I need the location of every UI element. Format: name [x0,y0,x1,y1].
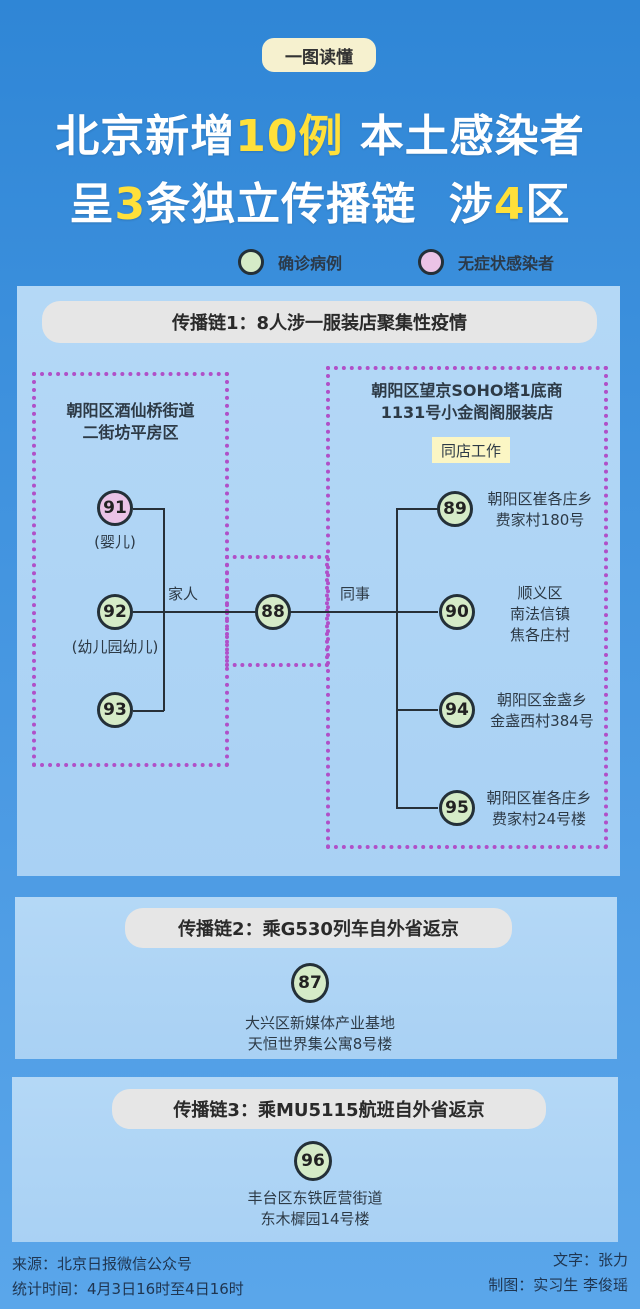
title-text: 区 [525,179,571,230]
connector-line [396,611,438,613]
case-node-91: 91 [97,490,133,526]
stat-time-text: 统计时间：4月3日16时至4日16时 [12,1280,244,1298]
source-text: 来源：北京日报微信公众号 [12,1255,193,1273]
legend-asymptomatic: 无症状感染者 [418,249,554,275]
title-line-2: 呈3条独立传播链 涉4区 [0,168,640,232]
address-line: 大兴区新媒体产业基地 [244,1014,395,1032]
address-line: 焦各庄村 [509,626,570,644]
right-box-location: 朝阳区望京SOHO塔1底商 1131号小金阁阁服装店 [328,380,606,424]
author-text: 文字：张力 [552,1251,628,1269]
address-line: 东木樨园14号楼 [260,1210,370,1228]
chain3-title: 传播链3：乘MU5115航班自外省返京 [112,1089,546,1129]
title-highlight-chains: 3 [114,179,147,230]
left-box-location: 朝阳区酒仙桥街道 二街坊平房区 [34,400,227,444]
connector-line [163,508,165,711]
legend-label: 确诊病例 [278,254,343,273]
family-label: 家人 [168,585,199,603]
footer-credits-left: 来源：北京日报微信公众号 统计时间：4月3日16时至4日16时 [12,1252,244,1302]
address-line: 费家村24号楼 [491,810,587,828]
case-node-87: 87 [291,963,329,1003]
case-note: (婴儿) [94,533,136,551]
asymptomatic-circle-icon [418,249,444,275]
connector-line [133,611,258,613]
title-highlight-districts: 4 [493,179,526,230]
case-node-88-hub: 88 [255,594,291,630]
same-store-tag: 同店工作 [432,437,510,463]
address-line: 顺义区 [517,584,563,602]
chain1-title: 传播链1：8人涉一服装店聚集性疫情 [42,301,597,343]
location-line: 1131号小金阁阁服装店 [380,403,554,422]
footer-credits-right: 文字：张力 制图：实习生 李俊瑶 [488,1248,628,1298]
address-line: 朝阳区崔各庄乡 [487,490,593,508]
connector-line [396,807,438,809]
chain2-title: 传播链2：乘G530列车自外省返京 [125,908,512,948]
case-address: 大兴区新媒体产业基地 天恒世界集公寓8号楼 [170,1013,470,1055]
case-node-94: 94 [439,692,475,728]
connector-line [133,508,164,510]
confirmed-circle-icon [238,249,264,275]
connector-line [396,508,438,510]
case-note: (幼儿园幼儿) [71,638,159,656]
location-line: 二街坊平房区 [82,423,179,442]
designer-text: 制图：实习生 李俊瑶 [488,1276,628,1294]
colleague-label: 同事 [340,585,371,603]
chain1-panel [17,286,620,876]
title-text: 本土感染者 [343,111,585,162]
case-node-93: 93 [97,692,133,728]
address-line: 丰台区东铁匠营街道 [247,1189,383,1207]
legend-confirmed: 确诊病例 [238,249,342,275]
case-node-92: 92 [97,594,133,630]
title-highlight-count: 10例 [235,111,344,162]
case-address: 朝阳区金盏乡 金盏西村384号 [482,690,602,732]
connector-line [396,709,438,711]
case-address: 顺义区 南法信镇 焦各庄村 [480,583,600,646]
address-line: 朝阳区崔各庄乡 [486,789,592,807]
legend-label: 无症状感染者 [458,254,555,273]
connector-line [396,508,398,808]
title-text: 呈 [69,179,115,230]
connector-line [290,611,397,613]
case-address: 朝阳区崔各庄乡 费家村24号楼 [479,788,599,830]
case-node-90: 90 [439,594,475,630]
location-line: 朝阳区望京SOHO塔1底商 [371,381,563,400]
title-line-1: 北京新增10例 本土感染者 [0,100,640,164]
title-text: 条独立传播链 涉 [146,179,494,230]
right-location-box [326,366,608,849]
case-node-95: 95 [439,790,475,826]
location-line: 朝阳区酒仙桥街道 [66,401,195,420]
case-address: 丰台区东铁匠营街道 东木樨园14号楼 [165,1188,465,1230]
case-node-89: 89 [437,491,473,527]
address-line: 金盏西村384号 [490,712,594,730]
address-line: 天恒世界集公寓8号楼 [247,1035,393,1053]
connector-line [133,710,164,712]
header-tag: 一图读懂 [262,38,376,72]
address-line: 南法信镇 [509,605,570,623]
address-line: 费家村180号 [495,511,585,529]
address-line: 朝阳区金盏乡 [496,691,587,709]
case-node-96: 96 [294,1141,332,1181]
title-text: 北京新增 [55,111,236,162]
case-address: 朝阳区崔各庄乡 费家村180号 [480,489,600,531]
